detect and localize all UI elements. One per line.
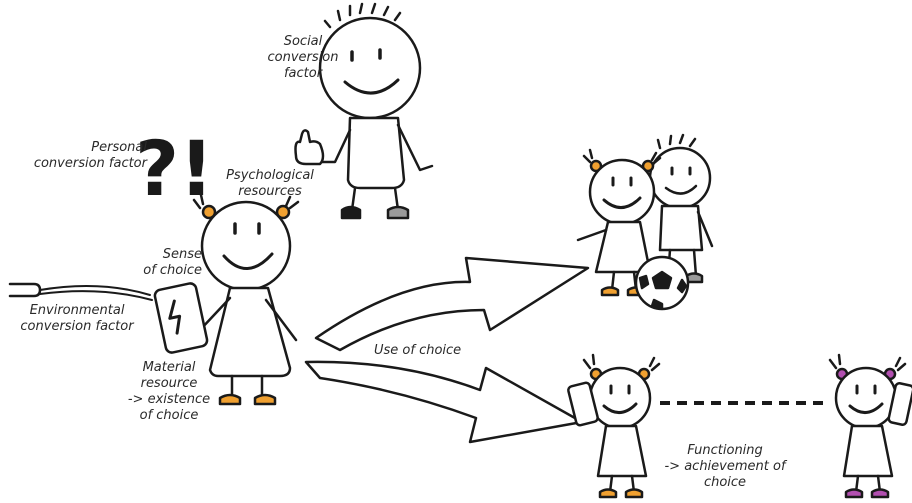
functioning-label: Functioning -> achievement of choice: [664, 443, 786, 490]
material-resource-label: Material resource -> existence of choice: [127, 360, 211, 423]
personal-conversion-factor-label: Personal conversion factor: [33, 140, 147, 171]
use-of-choice-label: Use of choice: [374, 343, 462, 358]
girl-with-phone-left-figure: [567, 353, 661, 499]
girl-and-boy-with-ball-figure: [576, 133, 714, 311]
girl-with-phone-right-figure: [828, 353, 912, 499]
boy-thumbs-up-figure: [294, 2, 434, 220]
environmental-conversion-factor-label: Environmental conversion factor: [20, 303, 134, 334]
sense-of-choice-label: Sense of choice: [143, 247, 202, 278]
social-conversion-factor-label: Social conversion factor: [267, 34, 339, 81]
girl-with-phone-figure: [8, 193, 300, 406]
psychological-resources-label: Psychological resources: [226, 168, 314, 199]
